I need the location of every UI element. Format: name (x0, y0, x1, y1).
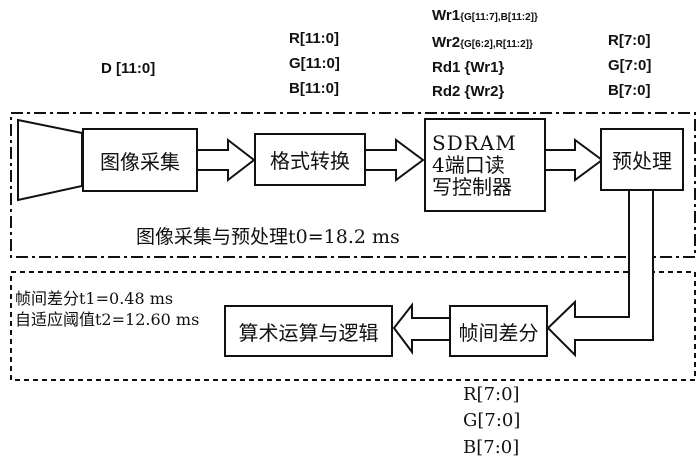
label-r12: R[11:0] (289, 30, 340, 47)
label-wr2-prefix: Wr2 (432, 34, 461, 51)
arrow-preprocess-to-framediff (546, 190, 654, 358)
block-format-conversion: 格式转换 (254, 133, 366, 186)
label-wr1-detail: {G[11:7],B[11:2]} (460, 12, 538, 23)
label-b8-top: B[7:0] (608, 82, 651, 99)
label-r8-bottom: R[7:0] (463, 384, 520, 405)
block-preprocess: 预处理 (600, 128, 684, 191)
label-rd2: Rd2 {Wr2} (432, 83, 505, 100)
block-sdram-controller: SDRAM 4端口读 写控制器 (424, 118, 546, 212)
label-d-bus: D [11:0] (101, 60, 156, 77)
label-wr2: Wr2{G[6:2],R[11:2]} (432, 32, 533, 55)
block-image-capture: 图像采集 (82, 128, 198, 192)
block-label: 图像采集 (100, 149, 180, 174)
label-wr1-prefix: Wr1 (432, 7, 461, 24)
block-label-line: 写控制器 (432, 175, 512, 199)
block-arithmetic-logic: 算术运算与逻辑 (224, 305, 393, 357)
label-g12: G[11:0] (289, 55, 340, 72)
block-label-line: SDRAM (432, 131, 517, 155)
caption-frame-diff-time: 帧间差分t1=0.48 ms (15, 289, 174, 308)
label-rd1: Rd1 {Wr1} (432, 59, 505, 76)
camera-lens-icon (17, 118, 83, 202)
caption-threshold-time: 自适应阈值t2=12.60 ms (15, 310, 200, 329)
block-label: 格式转换 (270, 149, 350, 173)
block-label: 预处理 (612, 149, 672, 173)
label-b12: B[11:0] (289, 80, 340, 97)
caption-capture-preprocess: 图像采集与预处理t0=18.2 ms (136, 226, 400, 248)
arrow-format-to-sdram (366, 138, 425, 182)
arrow-capture-to-format (198, 137, 256, 183)
block-frame-difference: 帧间差分 (449, 305, 548, 357)
label-r8-top: R[7:0] (608, 32, 651, 49)
region-diff-threshold (10, 271, 696, 381)
label-wr2-detail: {G[6:2],R[11:2]} (460, 39, 533, 50)
block-label: 帧间差分 (458, 320, 539, 345)
block-label: 算术运算与逻辑 (238, 320, 379, 345)
block-label-line: 4端口读 (432, 153, 505, 177)
label-wr1: Wr1{G[11:7],B[11:2]} (432, 5, 538, 28)
label-g8-top: G[7:0] (608, 57, 652, 74)
arrow-sdram-to-preprocess (545, 138, 604, 182)
arrow-framediff-to-arith (392, 302, 451, 355)
label-b8-bottom: B[7:0] (463, 437, 520, 458)
label-g8-bottom: G[7:0] (463, 410, 521, 431)
